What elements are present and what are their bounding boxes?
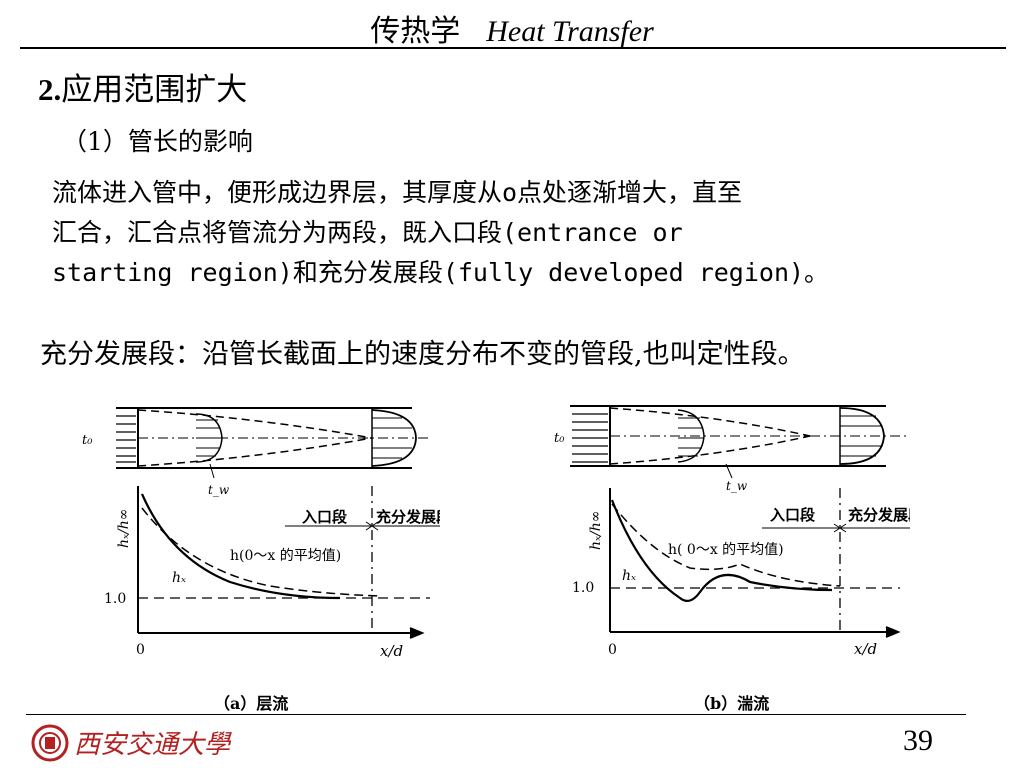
university-logo: 西安交通大學	[31, 724, 232, 762]
paragraph-line: starting region)和充分发展段(fully developed r…	[52, 258, 830, 287]
avg-curve	[141, 507, 381, 597]
header-title: 传热学 Heat Transfer	[0, 6, 1024, 50]
hx-curve	[610, 499, 833, 602]
footer-divider	[26, 714, 966, 715]
avg-label: h(0～x 的平均值)	[230, 548, 341, 564]
developed-label: 充分发展段	[848, 506, 910, 524]
avg-curve	[611, 503, 841, 587]
t0-label: t₀	[554, 431, 565, 446]
header-divider	[20, 47, 1006, 49]
caption-turbulent: （b）湍流	[694, 694, 770, 713]
figure-laminar: t₀ t_w hₓ/h∞ 入口段 充分发展段 h(0～x 的平均值) hₓ 1.…	[82, 407, 440, 660]
developed-label: 充分发展段	[376, 508, 440, 526]
tw-label: t_w	[726, 479, 748, 493]
x-tick-zero: 0	[136, 642, 145, 658]
avg-label: h( 0～x 的平均值)	[668, 542, 784, 558]
x-tick-zero: 0	[608, 642, 617, 658]
hx-curve	[140, 493, 341, 600]
entrance-label: 入口段	[302, 508, 347, 526]
t0-label: t₀	[82, 433, 93, 448]
section-number: 2.	[38, 72, 62, 107]
section-title-text: 应用范围扩大	[61, 72, 248, 108]
tw-label: t_w	[208, 483, 230, 497]
page-number: 39	[903, 724, 933, 757]
entrance-label: 入口段	[770, 506, 815, 524]
paragraph-developed-definition: 充分发展段：沿管长截面上的速度分布不变的管段,也叫定性段。	[40, 339, 805, 370]
subsection-title: （1）管长的影响	[62, 127, 253, 156]
header-title-en: Heat Transfer	[486, 15, 654, 48]
y-tick-one: 1.0	[104, 591, 126, 607]
header-title-cn: 传热学	[370, 14, 461, 49]
x-axis-label: x/d	[380, 642, 403, 660]
section-title: 2.应用范围扩大	[38, 64, 247, 109]
paragraph-line: 汇合，汇合点将管流分为两段，既入口段(entrance or	[52, 218, 683, 247]
hx-label: hₓ	[172, 570, 186, 586]
figure-turbulent: t₀ t_w hₓ/h∞ 入口段 充分发展段 h( 0～x 的平均值) hₓ 1…	[554, 405, 910, 658]
caption-laminar: （a）层流	[214, 694, 289, 713]
y-axis-label: hₓ/h∞	[116, 509, 132, 548]
y-axis-label: hₓ/h∞	[588, 511, 604, 550]
seal-icon	[31, 724, 69, 762]
y-tick-one: 1.0	[572, 580, 594, 596]
paragraph-entrance: 流体进入管中，便形成边界层，其厚度从o点处逐渐增大，直至 汇合，汇合点将管流分为…	[52, 173, 1002, 293]
x-axis-label: x/d	[854, 640, 877, 658]
hx-label: hₓ	[622, 568, 636, 584]
university-name: 西安交通大學	[74, 730, 232, 760]
paragraph-line: 流体进入管中，便形成边界层，其厚度从o点处逐渐增大，直至	[52, 178, 743, 207]
